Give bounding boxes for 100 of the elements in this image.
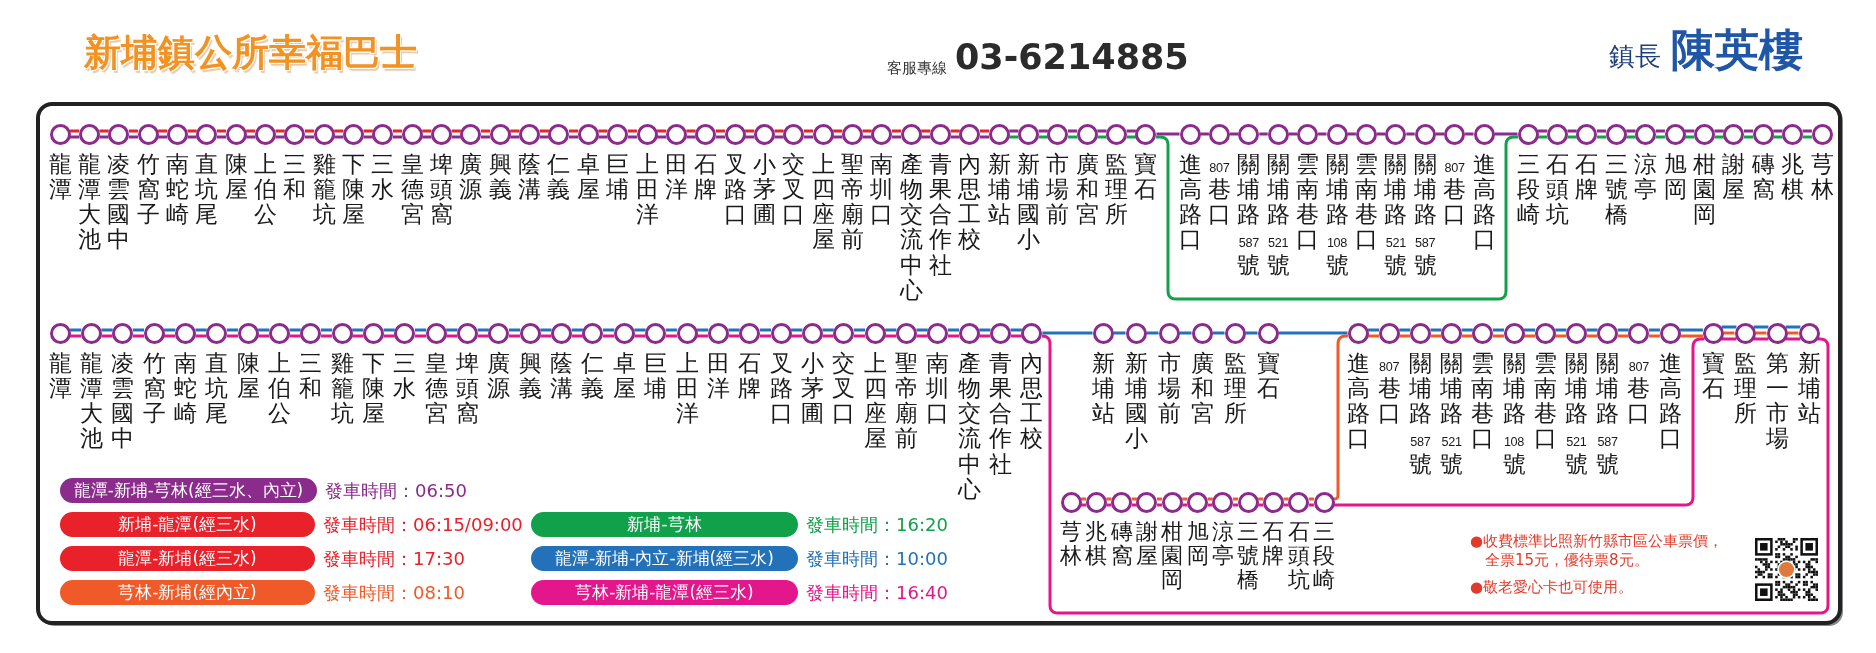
stop-name: 上四座屋 <box>863 350 887 452</box>
stop-name: 石頭坑 <box>1287 519 1310 593</box>
stop-name: 關埔路587號 <box>1408 350 1432 477</box>
route-line <box>1406 132 1415 136</box>
route-line <box>1288 132 1298 136</box>
stop-name: 關埔路521號 <box>1564 350 1588 477</box>
stop-name: 三段崎 <box>1313 519 1335 593</box>
departure-time: 發車時間：17:30 <box>323 547 465 571</box>
stop-name: 涼亭 <box>1634 151 1658 203</box>
stop-name: 涼亭 <box>1211 519 1234 568</box>
stop-name: 竹窩子 <box>142 350 166 427</box>
route-line <box>1155 135 1519 301</box>
route-line <box>1555 334 1567 338</box>
route-line <box>1368 328 1380 332</box>
mayor-title: 鎮長 <box>1609 40 1661 73</box>
route-line <box>891 135 902 139</box>
hotline-label: 客服專線 <box>887 59 947 78</box>
stop-name: 石牌 <box>694 151 718 203</box>
stop-name: 南蛇崎 <box>165 151 189 228</box>
route-line <box>1655 129 1665 133</box>
stop-name: 雞籠坑 <box>330 350 354 427</box>
route-line <box>1755 331 1767 335</box>
stop-name: 上四座屋 <box>811 151 835 253</box>
stop-name: 三和 <box>283 151 307 203</box>
route-line <box>1586 328 1598 332</box>
stop-name: 進高路口 <box>1472 151 1496 253</box>
stop-name: 三水 <box>371 151 395 203</box>
route-line <box>1721 325 1737 329</box>
stop-name: 小茅圃 <box>752 151 776 228</box>
route-line <box>1461 334 1473 338</box>
route-line <box>226 334 239 338</box>
route-line <box>1146 331 1159 335</box>
route-line <box>1655 135 1665 139</box>
route-line <box>1494 132 1518 136</box>
route-line <box>1040 334 1830 615</box>
route-line <box>1156 132 1180 136</box>
stop-name: 廣源 <box>459 151 483 203</box>
stop-name: 小茅圃 <box>800 350 824 427</box>
route-line <box>1278 331 1348 335</box>
route-line <box>1492 328 1504 332</box>
stop-name: 內思工校 <box>958 151 982 253</box>
stop-name: 兆棋 <box>1085 519 1108 568</box>
route-line <box>1648 328 1660 332</box>
stop-name: 市場前 <box>1046 151 1070 228</box>
route-legend-pill: 新埔-芎林 <box>531 512 798 537</box>
route-line <box>216 129 227 133</box>
stop-name: 雲南巷口 <box>1471 350 1495 452</box>
stop-name: 青果合作社 <box>989 350 1012 477</box>
route-line <box>1399 334 1411 338</box>
stop-name: 新埔站 <box>1797 350 1821 427</box>
stop-name: 進高路口 <box>1346 350 1370 452</box>
route-line <box>1648 334 1660 338</box>
stop-name: 雲南巷口 <box>1354 151 1378 253</box>
route-line <box>569 135 579 139</box>
stop-name: 仁義 <box>581 350 605 402</box>
route-line <box>1347 132 1356 136</box>
stop-name: 監理所 <box>1223 350 1247 427</box>
stop-name: 謝屋 <box>1722 151 1746 203</box>
route-line <box>979 129 990 133</box>
stop-name: 龍潭 <box>48 350 72 402</box>
route-line <box>1156 503 1163 507</box>
route-line <box>392 129 403 133</box>
route-line <box>1430 328 1442 332</box>
route-line <box>414 334 427 338</box>
stop-name: 凌雲國中 <box>111 350 135 452</box>
route-line <box>1430 334 1442 338</box>
stop-name: 下陳屋 <box>362 350 385 427</box>
route-line <box>1586 334 1598 338</box>
departure-time: 發車時間：16:40 <box>806 581 948 605</box>
route-line <box>1680 328 1703 332</box>
route-line <box>853 328 866 332</box>
route-line <box>1465 132 1474 136</box>
stop-name: 巨埔 <box>644 350 668 402</box>
stop-name: 三號橋 <box>1604 151 1628 228</box>
route-line <box>1617 334 1629 338</box>
stop-name: 石頭坑 <box>1545 151 1569 228</box>
route-line <box>947 334 960 338</box>
route-line <box>853 334 866 338</box>
route-line <box>1680 334 1703 338</box>
route-line <box>569 129 579 133</box>
route-line <box>132 328 144 332</box>
stop-name: 皇德宮 <box>400 151 424 228</box>
departure-time: 發車時間：06:15/09:00 <box>323 513 523 537</box>
stop-name: 新埔國小 <box>1124 350 1148 452</box>
stop-name: 巨埔 <box>606 151 630 203</box>
stop-name: 廣和宮 <box>1075 151 1099 228</box>
stop-name: 關埔路521號 <box>1384 151 1408 278</box>
stop-name: 田洋 <box>664 151 688 203</box>
route-line <box>1332 334 1348 501</box>
stop-name: 寶石 <box>1134 151 1158 203</box>
stop-name: 807巷口 <box>1207 159 1231 228</box>
stop-name: 下陳屋 <box>342 151 365 228</box>
route-line <box>1368 334 1380 338</box>
stop-name: 聖帝廟前 <box>894 350 918 452</box>
stop-name: 竹窩子 <box>136 151 160 228</box>
route-legend-pill: 芎林-新埔-龍潭(經三水) <box>531 580 798 605</box>
stop-name: 南蛇崎 <box>173 350 197 427</box>
route-line <box>1179 331 1192 335</box>
stop-name: 芎林 <box>1060 519 1082 568</box>
route-line <box>128 135 138 139</box>
